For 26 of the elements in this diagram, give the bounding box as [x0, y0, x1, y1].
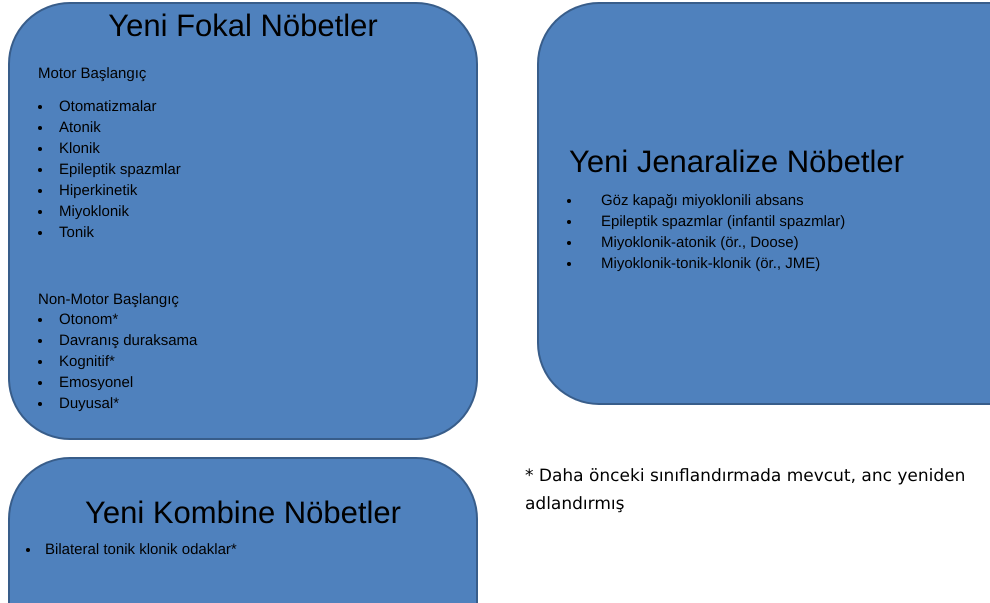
- list-item: Bilateral tonik klonik odaklar*: [45, 541, 237, 558]
- list-item: Davranış duraksama: [59, 332, 198, 349]
- section-heading: Non-Motor Başlangıç: [38, 291, 179, 308]
- list-item: Epileptik spazmlar: [59, 161, 181, 178]
- list-item: Miyoklonik-atonik (ör., Doose): [601, 234, 799, 251]
- box-heading: Yeni Fokal Nöbetler: [107, 8, 379, 44]
- section-heading: Motor Başlangıç: [38, 65, 146, 82]
- box-heading: Yeni Jenaralize Nöbetler: [569, 144, 904, 180]
- list-item: Emosyonel: [59, 374, 134, 391]
- list-item: Klonik: [59, 140, 100, 157]
- list-item: Miyoklonik: [59, 203, 130, 220]
- list-item: Kognitif*: [59, 353, 115, 370]
- list-item: Otomatizmalar: [59, 98, 157, 115]
- rounded-box: [8, 457, 478, 603]
- list-item: Hiperkinetik: [59, 182, 138, 199]
- rounded-box: [537, 2, 990, 405]
- box-heading: Yeni Kombine Nöbetler: [84, 495, 402, 531]
- list-item: Göz kapağı miyoklonili absans: [601, 192, 804, 209]
- list-item: Tonik: [59, 224, 94, 241]
- rounded-box: [8, 2, 478, 440]
- list-item: Duyusal*: [59, 395, 120, 412]
- list-item: Epileptik spazmlar (infantil spazmlar): [601, 213, 846, 230]
- list-item: Otonom*: [59, 311, 118, 328]
- footnote: * Daha önceki sınıflandırmada mevcut, anc yeniden adlandırmış: [525, 465, 966, 516]
- list-item: Miyoklonik-tonik-klonik (ör., JME): [601, 255, 820, 272]
- list-item: Atonik: [59, 119, 101, 136]
